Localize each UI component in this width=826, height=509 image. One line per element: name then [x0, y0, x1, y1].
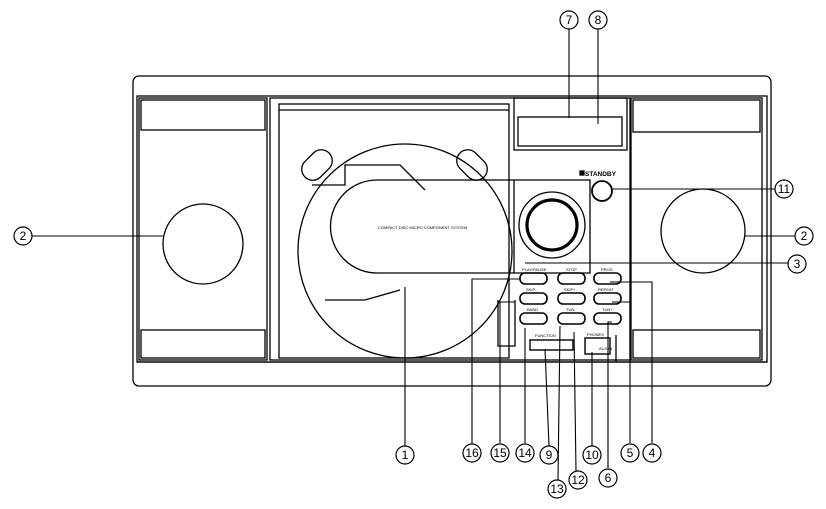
callout-circle-1 [395, 445, 415, 465]
left-speaker [138, 97, 268, 361]
right-speaker-driver [660, 188, 746, 274]
callout-circle-6 [598, 468, 618, 488]
main-housing [132, 75, 772, 387]
leader-12 [573, 331, 577, 472]
cd-window-cutout [312, 164, 426, 191]
standby-button[interactable] [591, 180, 613, 202]
callout-2-left: 2 [20, 229, 27, 243]
label-stop: STOP [566, 267, 577, 272]
callout-circle-16 [462, 443, 482, 463]
callout-circle-10 [582, 445, 602, 465]
volume-knob-ring[interactable] [518, 191, 586, 259]
button-band[interactable] [519, 312, 548, 325]
callout-circle-12 [568, 470, 588, 490]
callout-circle-2-left [13, 226, 33, 246]
callout-2-right: 2 [801, 229, 808, 243]
leader-lines [32, 29, 795, 481]
callout-6: 6 [605, 471, 612, 485]
callout-4: 4 [649, 446, 656, 460]
label-skip-back: SKIP- [526, 287, 537, 292]
label-aux-in: AUX IN [599, 346, 612, 351]
leader-5 [612, 301, 631, 443]
label-phones: PHONES [587, 332, 604, 337]
callout-14: 14 [518, 446, 532, 460]
button-repeat[interactable] [593, 292, 622, 305]
button-play-pause[interactable] [519, 272, 548, 285]
label-function: FUNCTION [535, 333, 556, 338]
callout-circle-8 [588, 10, 608, 30]
callout-8: 8 [595, 13, 602, 27]
standby-led [579, 170, 585, 176]
cd-window-step [325, 289, 401, 301]
callout-circle-11 [774, 179, 794, 199]
model-label: COMPACT DISC MICRO COMPONENT SYSTEM [378, 225, 467, 230]
leader-15 [499, 301, 515, 443]
callout-circle-13 [547, 479, 567, 499]
callout-circle-7 [559, 10, 579, 30]
volume-knob[interactable] [525, 198, 579, 252]
label-tuning-up: TUN+ [602, 307, 613, 312]
callout-7: 7 [566, 13, 573, 27]
callout-circle-9 [539, 445, 559, 465]
callout-9: 9 [546, 448, 553, 462]
leader-16 [471, 278, 520, 444]
leader-6 [607, 321, 612, 468]
phones-jack-panel [584, 337, 611, 355]
standby-label: STANDBY [585, 171, 617, 178]
callout-circle-5 [620, 443, 640, 463]
callout-12: 12 [571, 473, 585, 487]
callout-circle-4 [642, 443, 662, 463]
cd-door [278, 103, 510, 359]
callout-13: 13 [550, 482, 564, 496]
callout-1: 1 [402, 448, 409, 462]
callout-3: 3 [794, 257, 801, 271]
label-play-pause: PLAY/PAUSE [522, 267, 547, 272]
cd-right-hinge [456, 149, 488, 181]
center-panel [269, 97, 631, 361]
callout-circle-3 [787, 254, 807, 274]
control-button-grid [519, 272, 622, 325]
callout-circle-15 [490, 443, 510, 463]
callout-11: 11 [778, 182, 791, 196]
leader-9 [544, 348, 550, 447]
callout-5: 5 [627, 446, 634, 460]
label-prog: PROG [601, 267, 613, 272]
callout-circle-2-right [794, 226, 814, 246]
display-window [517, 116, 623, 147]
right-speaker [630, 97, 763, 361]
button-tuning-down[interactable] [557, 312, 586, 325]
callout-circle-14 [515, 443, 535, 463]
callout-15: 15 [493, 446, 507, 460]
label-tuning-down: TUN- [566, 307, 576, 312]
display-housing [513, 97, 628, 151]
button-stop[interactable] [557, 272, 586, 285]
button-skip-back[interactable] [519, 292, 548, 305]
button-skip-fwd[interactable] [557, 292, 586, 305]
label-repeat: REPEAT [598, 287, 614, 292]
callout-10: 10 [585, 448, 599, 462]
control-panel-left-edge [497, 300, 516, 347]
label-band: BAND [527, 307, 538, 312]
label-skip-fwd: SKIP+ [564, 287, 576, 292]
left-speaker-driver [162, 203, 244, 285]
function-slot [529, 339, 574, 351]
callout-16: 16 [465, 446, 479, 460]
center-bar [329, 179, 591, 274]
button-prog[interactable] [593, 272, 622, 285]
leader-4 [610, 281, 653, 443]
cd-left-hinge [301, 149, 333, 181]
